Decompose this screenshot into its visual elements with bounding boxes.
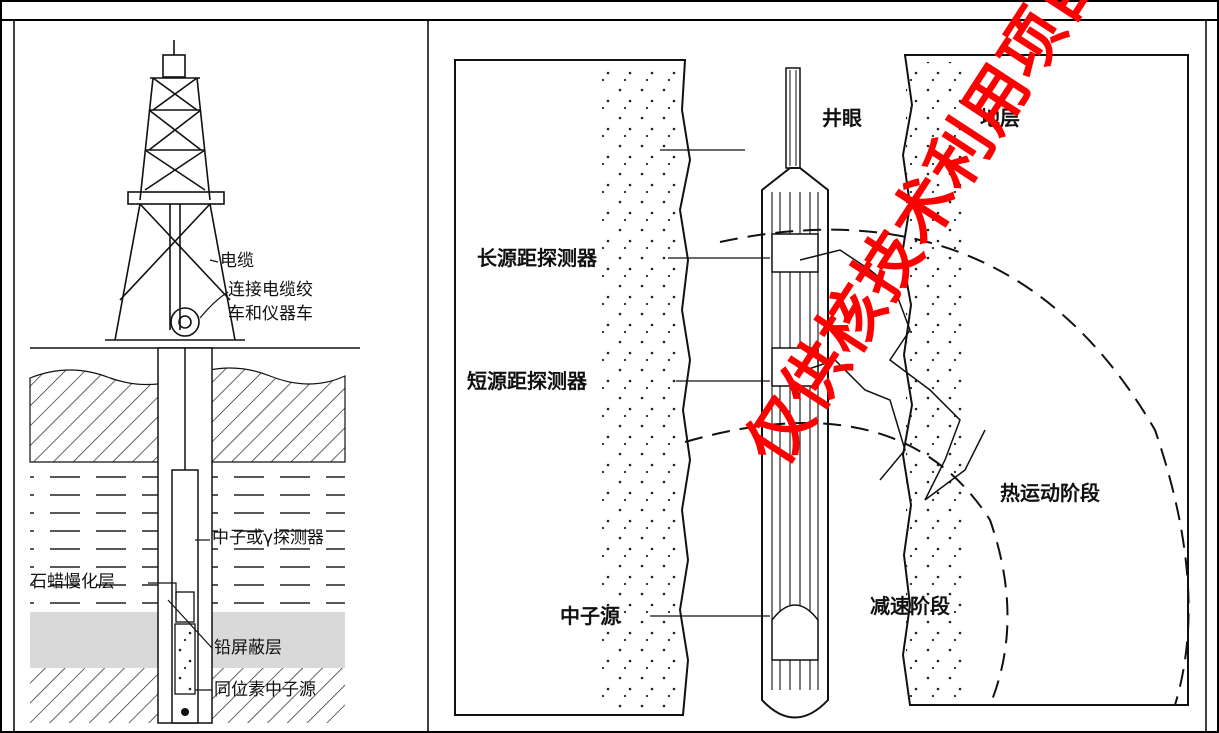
label-paraffin: 石蜡慢化层 (30, 572, 115, 592)
short-detector-box (771, 347, 819, 387)
label-formation: 地层 (980, 106, 1020, 130)
label-neutron-source: 中子源 (560, 604, 620, 628)
label-detector: 中子或γ探测器 (212, 528, 325, 548)
label-isotope: 同位素中子源 (214, 680, 316, 700)
label-borehole: 井眼 (822, 106, 862, 130)
label-thermal-stage: 热运动阶段 (1000, 481, 1100, 505)
isotope-source-mark (181, 708, 189, 716)
source-capsule (771, 604, 819, 661)
lead-shield (174, 623, 196, 695)
logging-tool (761, 167, 829, 719)
derrick (105, 40, 245, 341)
thermal-zone-boundary (719, 228, 1190, 706)
slowing-zone-boundary (684, 421, 1009, 706)
label-connect-line1: 连接电缆绞 (228, 280, 313, 300)
neutron-path (799, 249, 986, 501)
right-diagram (454, 54, 1190, 719)
cable (785, 67, 801, 169)
label-connect-line2: 车和仪器车 (228, 304, 313, 324)
label-long-detector: 长源距探测器 (477, 246, 597, 270)
label-short-detector: 短源距探测器 (467, 369, 587, 393)
label-slowing-stage: 减速阶段 (870, 594, 950, 618)
detector-block (175, 591, 195, 623)
long-detector-box (771, 233, 819, 273)
label-cable: 电缆 (220, 251, 254, 271)
left-diagram (29, 40, 360, 724)
label-lead: 铅屏蔽层 (214, 638, 282, 658)
